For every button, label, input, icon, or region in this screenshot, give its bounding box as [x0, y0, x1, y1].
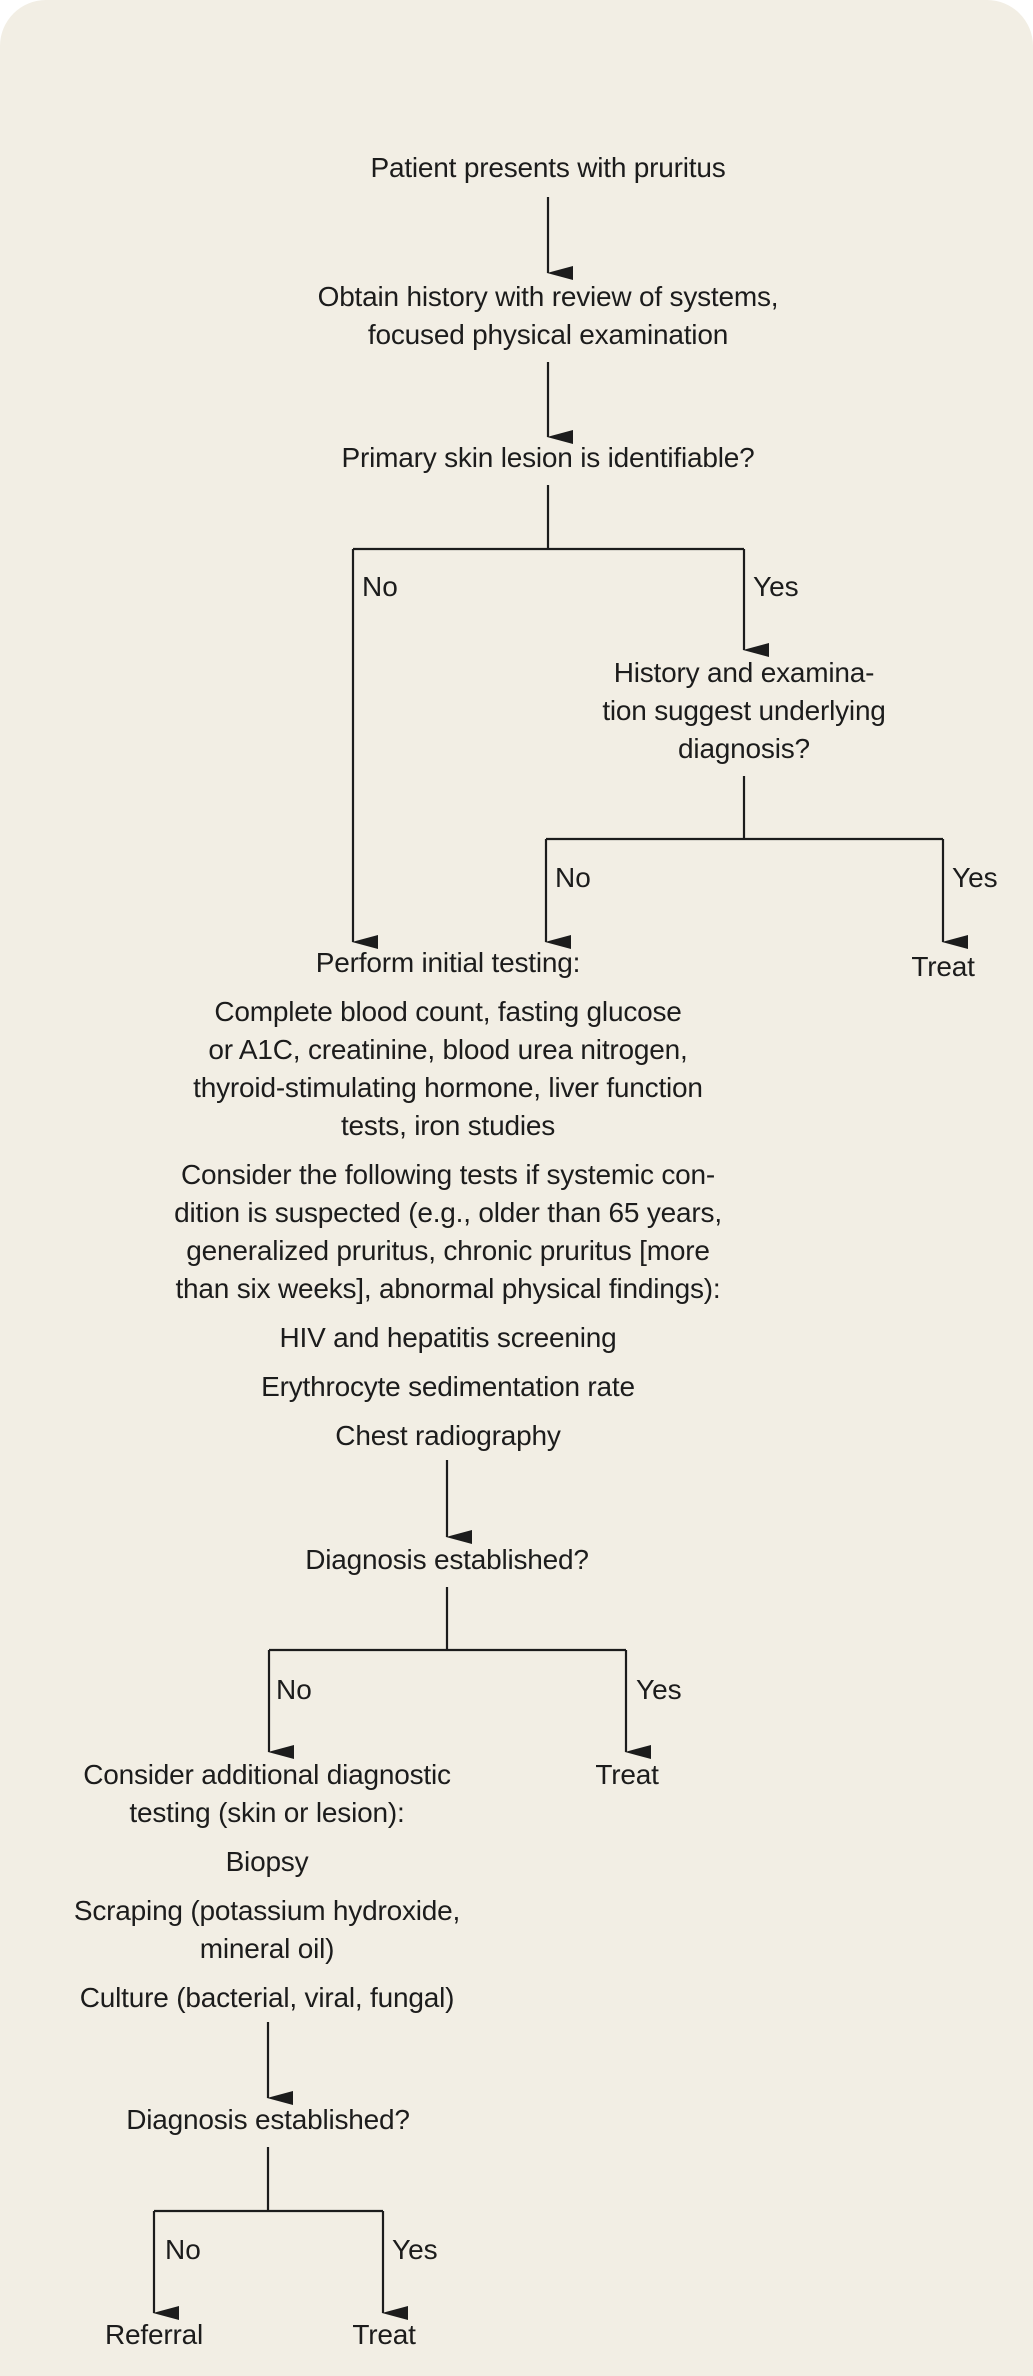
initial-tests-line: tests, iron studies	[340, 1110, 556, 1141]
node-history-line: focused physical examination	[367, 319, 729, 350]
node-history-line: Obtain history with review of systems,	[317, 281, 779, 312]
node-q3-diagnosis-established: Diagnosis established?	[305, 1544, 589, 1575]
label-q4-yes: Yes	[392, 2234, 438, 2265]
additional-test-item: mineral oil)	[199, 1933, 335, 1964]
extra-test-item: Erythrocyte sedimentation rate	[261, 1371, 635, 1402]
initial-testing-title: Perform initial testing:	[315, 947, 581, 978]
node-q2-line: tion suggest underlying	[602, 695, 886, 726]
node-q4-diagnosis-established: Diagnosis established?	[126, 2104, 410, 2135]
initial-tests-line: or A1C, creatinine, blood urea nitrogen,	[208, 1034, 688, 1065]
label-q2-no: No	[555, 862, 591, 893]
label-q2-yes: Yes	[952, 862, 998, 893]
node-start: Patient presents with pruritus	[370, 152, 726, 183]
node-q1-lesion-identifiable: Primary skin lesion is identifiable?	[341, 442, 755, 473]
node-history: Obtain history with review of systems, f…	[318, 278, 779, 354]
node-additional-testing: Consider additional diagnostic testing (…	[74, 1756, 460, 2017]
node-q2-line: diagnosis?	[678, 733, 810, 764]
initial-tests-line: thyroid-stimulating hormone, liver funct…	[193, 1072, 703, 1103]
initial-tests-line: Complete blood count, fasting glucose	[214, 996, 682, 1027]
node-q4-treat: Treat	[352, 2319, 416, 2350]
additional-test-item: Culture (bacterial, viral, fungal)	[79, 1982, 455, 2013]
consider-tests-line: dition is suspected (e.g., older than 65…	[174, 1197, 722, 1228]
node-initial-testing: Perform initial testing: Complete blood …	[174, 944, 722, 1455]
node-q2-underlying-diagnosis: History and examina- tion suggest underl…	[602, 654, 886, 768]
consider-tests-line: than six weeks], abnormal physical findi…	[175, 1273, 721, 1304]
label-q1-no: No	[362, 571, 398, 602]
label-q1-yes: Yes	[753, 571, 799, 602]
label-q4-no: No	[165, 2234, 201, 2265]
extra-test-item: Chest radiography	[335, 1420, 561, 1451]
consider-tests-line: Consider the following tests if systemic…	[180, 1159, 716, 1190]
additional-test-item: Scraping (potassium hydroxide,	[73, 1895, 461, 1926]
consider-tests-line: generalized pruritus, chronic pruritus […	[186, 1235, 710, 1266]
additional-testing-title: Consider additional diagnostic	[83, 1759, 451, 1790]
label-q3-yes: Yes	[636, 1674, 682, 1705]
node-q3-treat: Treat	[595, 1759, 659, 1790]
node-q2-treat: Treat	[911, 951, 975, 982]
node-q2-line: History and examina-	[613, 657, 875, 688]
node-q4-referral: Referral	[105, 2319, 203, 2350]
label-q3-no: No	[276, 1674, 312, 1705]
additional-testing-title: testing (skin or lesion):	[129, 1797, 405, 1828]
additional-test-item: Biopsy	[225, 1846, 309, 1877]
extra-test-item: HIV and hepatitis screening	[279, 1322, 617, 1353]
